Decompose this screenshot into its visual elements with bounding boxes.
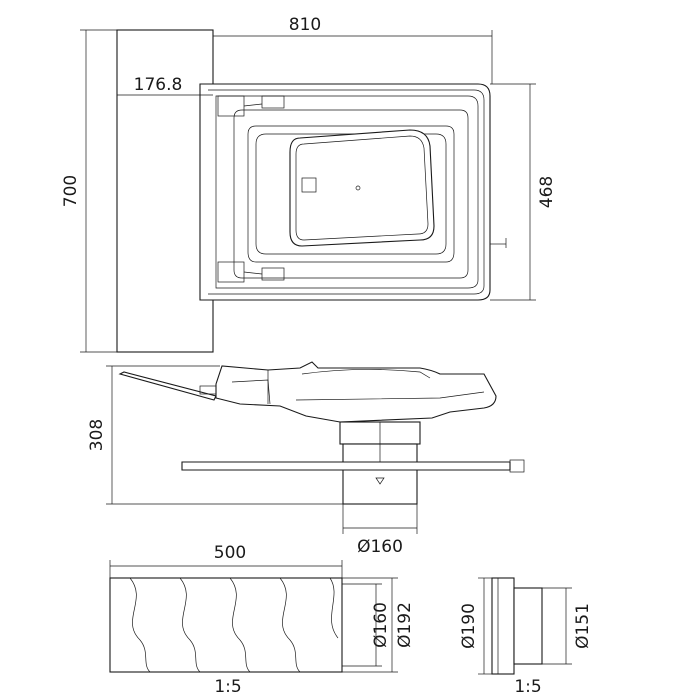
- hood-top-outline: [199, 83, 507, 301]
- dim-308-label: 308: [87, 419, 107, 451]
- dim-adapter-inner-label: Ø151: [573, 603, 593, 649]
- adapter-spigot: [513, 587, 543, 665]
- hood-side-body: [215, 361, 497, 423]
- side-view: 308 Ø160: [87, 361, 525, 557]
- dimension-176-8: 176.8: [117, 75, 213, 96]
- dim-adapter-outer-label: Ø190: [459, 603, 479, 649]
- dim-700-label: 700: [61, 175, 81, 207]
- dimension-pipe-d160: Ø160: [342, 504, 418, 557]
- dim-hose-inner-label: Ø160: [371, 602, 391, 648]
- dim-176-8-label: 176.8: [134, 75, 183, 95]
- dimension-308: 308: [87, 365, 343, 505]
- adapter-scale-label: 1:5: [514, 677, 541, 697]
- dim-hose-outer-label: Ø192: [395, 602, 415, 648]
- dimension-468: 468: [490, 83, 557, 301]
- dim-468-label: 468: [537, 176, 557, 208]
- dimension-700: 700: [61, 29, 117, 353]
- top-view: 810 176.8 700 468: [61, 15, 557, 353]
- adapter-flange: [491, 577, 515, 675]
- dimension-810: 810: [212, 15, 493, 84]
- dim-pipe-d160-label: Ø160: [357, 537, 403, 557]
- dim-810-label: 810: [289, 15, 321, 35]
- hose-scale-label: 1:5: [214, 677, 241, 697]
- mounting-rail: [181, 461, 511, 471]
- dim-hose-length-label: 500: [214, 543, 246, 563]
- flexible-hose: 500 Ø160 Ø192 1:5: [109, 543, 415, 697]
- adapter-ring: Ø190 Ø151 1:5: [459, 577, 593, 697]
- hose-body: [109, 577, 343, 673]
- wall-block: [116, 29, 214, 353]
